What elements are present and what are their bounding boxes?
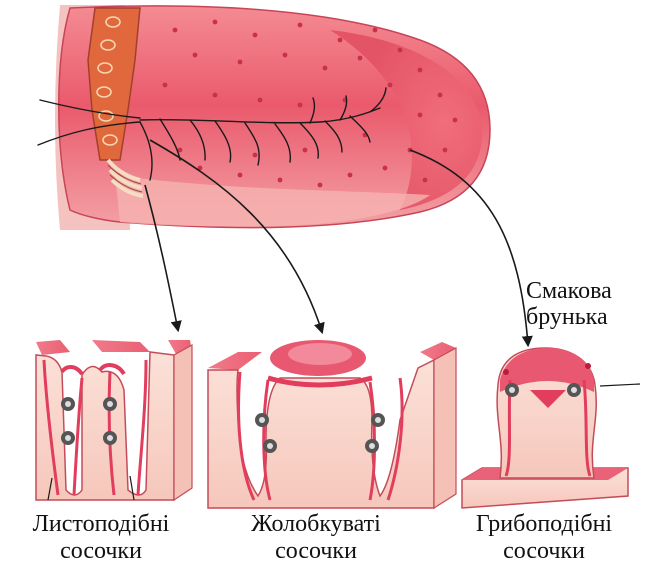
label-fungiform-papillae: Грибоподібні сосочки <box>444 511 644 565</box>
foliate-papillae-block <box>36 340 192 500</box>
label-vallate-papillae: Жолобкуваті сосочки <box>216 511 416 565</box>
label-taste-bud: Смакова брунька <box>526 278 636 330</box>
label-foliate-papillae: Листоподібні сосочки <box>6 511 196 565</box>
tongue <box>38 5 490 230</box>
vallate-papillae-block <box>208 340 456 508</box>
fungiform-papillae-block <box>462 348 640 508</box>
taste-bud-pointer <box>600 384 640 386</box>
